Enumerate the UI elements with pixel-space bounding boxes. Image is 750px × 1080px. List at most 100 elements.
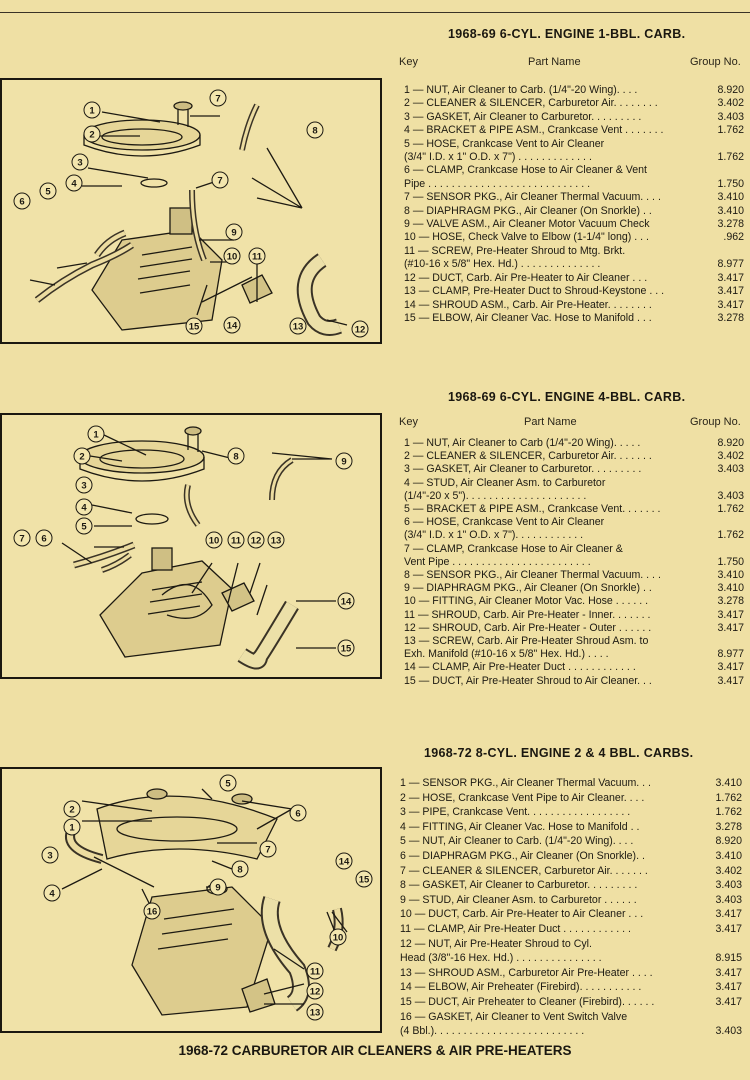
col-head-group: Group No. [690,56,741,68]
part-description: 14 — CLAMP, Air Pre-Heater Duct . . . . … [404,661,636,674]
part-description: 1 — SENSOR PKG., Air Cleaner Thermal Vac… [400,777,652,789]
group-number: 3.403 [715,893,742,906]
group-number: 3.402 [717,97,744,110]
group-number: 3.278 [717,595,744,608]
parts-row: 8 — SENSOR PKG., Air Cleaner Thermal Vac… [404,569,744,582]
group-number: 3.402 [717,450,744,463]
parts-row: 2 — HOSE, Crankcase Vent Pipe to Air Cle… [400,791,742,806]
group-number: 3.403 [715,879,742,892]
parts-row: 13 — SCREW, Carb. Air Pre-Heater Shroud … [404,635,744,648]
group-number: 3.402 [715,864,742,877]
group-number: 8.915 [715,952,742,965]
section-3-title: 1968-72 8-CYL. ENGINE 2 & 4 BBL. CARBS. [424,746,694,760]
callout-12: 12 [355,325,366,336]
callout-8: 8 [233,452,238,463]
part-description: 4 — STUD, Air Cleaner Asm. to Carburetor [404,476,606,489]
parts-row: 13 — CLAMP, Pre-Heater Duct to Shroud-Ke… [404,285,744,298]
group-number: 3.410 [715,777,742,789]
part-description: 13 — SHROUD ASM., Carburetor Air Pre-Hea… [400,966,653,979]
parts-row: 7 — CLAMP, Crankcase Hose to Air Cleaner… [404,543,744,556]
part-description: (#10-16 x 5/8" Hex. Hd.) . . . . . . . .… [404,258,601,271]
page-footer-title: 1968-72 CARBURETOR AIR CLEANERS & AIR PR… [178,1043,572,1058]
top-rule [0,12,750,13]
callout-6: 6 [295,809,300,820]
group-number: 1.750 [717,177,744,190]
callout-15: 15 [189,322,200,333]
part-description: 9 — VALVE ASM., Air Cleaner Motor Vacuum… [404,218,650,231]
parts-row: 4 — BRACKET & PIPE ASM., Crankcase Vent … [404,124,744,137]
callout-10: 10 [227,252,238,263]
parts-row: 6 — CLAMP, Crankcase Hose to Air Cleaner… [404,164,744,177]
group-number: 3.410 [717,582,744,595]
part-description: 5 — HOSE, Crankcase Vent to Air Cleaner [404,137,605,150]
part-description: (4 Bbl.). . . . . . . . . . . . . . . . … [400,1025,585,1038]
parts-row: 13 — SHROUD ASM., Carburetor Air Pre-Hea… [400,966,742,981]
parts-row: 14 — SHROUD ASM., Carb. Air Pre-Heater. … [404,299,744,312]
parts-row: 2 — CLEANER & SILENCER, Carburetor Air. … [404,97,744,110]
group-number: 3.417 [717,674,744,687]
parts-row: 7 — SENSOR PKG., Air Cleaner Thermal Vac… [404,191,744,204]
part-description: 2 — CLEANER & SILENCER, Carburetor Air. … [404,97,658,110]
callout-11: 11 [231,536,242,547]
group-number: 8.977 [717,258,744,271]
group-number: 3.417 [715,966,742,979]
part-description: Exh. Manifold (#10-16 x 5/8" Hex. Hd.) .… [404,648,609,661]
diagram-1-frame: 1 2 3 4 5 6 7 7 8 9 10 11 12 13 14 15 [0,78,382,344]
group-number: 3.403 [717,463,744,476]
group-number: 8.977 [717,648,744,661]
callout-4: 4 [49,889,55,900]
callout-1: 1 [93,430,99,441]
parts-row: 9 — DIAPHRAGM PKG., Air Cleaner (On Snor… [404,582,744,595]
group-number: 1.762 [717,529,744,542]
part-description: 5 — NUT, Air Cleaner to Carb. (1/4"-20 W… [400,835,634,848]
parts-row: 10 — DUCT, Carb. Air Pre-Heater to Air C… [400,907,742,922]
group-number: 3.417 [717,285,744,298]
parts-row: 12 — SHROUD, Carb. Air Pre-Heater - Oute… [404,622,744,635]
group-number: 8.920 [717,84,744,96]
group-number: 3.417 [715,908,742,921]
parts-row: 12 — NUT, Air Pre-Heater Shroud to Cyl. [400,937,742,952]
parts-row: (3/4" I.D. x 1" O.D. x 7"). . . . . . . … [404,529,744,542]
group-number: 8.920 [717,437,744,449]
part-description: 6 — CLAMP, Crankcase Hose to Air Cleaner… [404,164,647,177]
part-description: 4 — FITTING, Air Cleaner Vac. Hose to Ma… [400,820,640,833]
diagram-2-engine: 1 2 3 4 5 6 7 8 9 10 11 12 13 14 15 [13,425,355,670]
parts-row: 12 — DUCT, Carb. Air Pre-Heater to Air C… [404,272,744,285]
parts-list-1: 1 — NUT, Air Cleaner to Carb. (1/4"-20 W… [404,84,744,325]
group-number: 3.417 [717,298,744,311]
section-1-title: 1968-69 6-CYL. ENGINE 1-BBL. CARB. [448,27,686,41]
callout-15: 15 [359,875,370,886]
callout-1: 1 [89,106,95,117]
callout-7a: 7 [215,94,220,105]
part-description: 3 — PIPE, Crankcase Vent. . . . . . . . … [400,806,631,819]
parts-row: Vent Pipe . . . . . . . . . . . . . . . … [404,556,744,569]
callout-9: 9 [231,228,236,239]
part-description: 6 — HOSE, Crankcase Vent to Air Cleaner [404,516,605,529]
group-number: 1.762 [715,791,742,804]
group-number: 3.278 [715,820,742,833]
parts-row: 10 — FITTING, Air Cleaner Motor Vac. Hos… [404,595,744,608]
group-number: 3.417 [715,981,742,994]
group-number: 8.920 [715,835,742,848]
part-description: 12 — NUT, Air Pre-Heater Shroud to Cyl. [400,937,592,950]
group-number: 3.403 [717,110,744,123]
callout-7: 7 [19,534,24,545]
col-head-group-2: Group No. [690,416,741,428]
group-number: 3.417 [717,621,744,634]
parts-row: 4 — STUD, Air Cleaner Asm. to Carburetor [404,477,744,490]
callout-14: 14 [339,857,350,868]
diagram-1-engine: 1 2 3 4 5 6 7 7 8 9 10 11 12 13 14 15 [13,89,369,338]
callout-13: 13 [271,536,282,547]
part-description: 2 — CLEANER & SILENCER, Carburetor Air. … [404,450,652,463]
callout-3: 3 [81,481,86,492]
group-number: .962 [723,231,744,244]
part-description: 11 — SCREW, Pre-Heater Shroud to Mtg. Br… [404,244,626,257]
parts-row: 6 — DIAPHRAGM PKG., Air Cleaner (On Snor… [400,849,742,864]
parts-row: (1/4"-20 x 5"). . . . . . . . . . . . . … [404,490,744,503]
callout-14: 14 [341,597,352,608]
parts-row: 16 — GASKET, Air Cleaner to Vent Switch … [400,1010,742,1025]
parts-row: 11 — SHROUD, Carb. Air Pre-Heater - Inne… [404,609,744,622]
group-number: 1.762 [715,806,742,819]
part-description: 13 — CLAMP, Pre-Heater Duct to Shroud-Ke… [404,285,665,298]
diagram-3-engine: 1 2 3 4 5 6 7 8 9 10 11 12 13 14 15 16 [41,774,373,1021]
